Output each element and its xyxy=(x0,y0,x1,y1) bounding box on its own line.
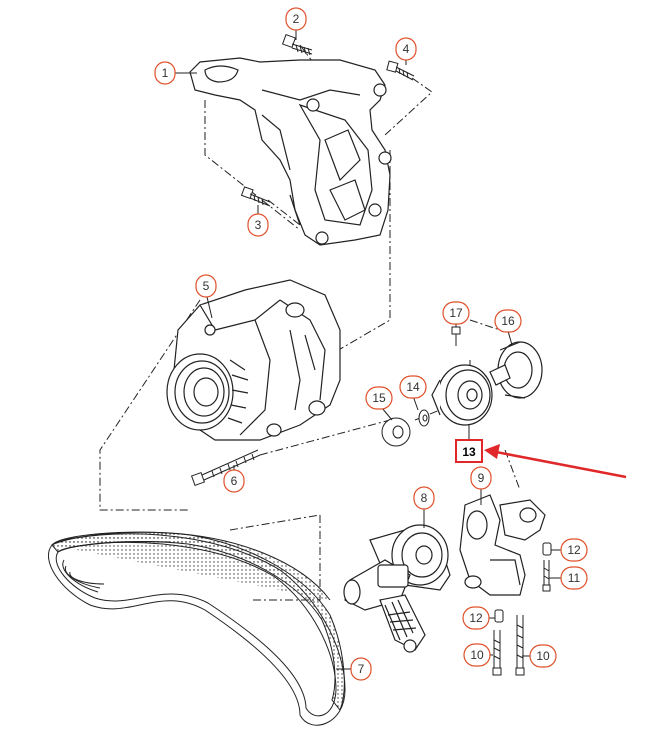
bolt-part-11 xyxy=(542,560,551,592)
alternator-part xyxy=(166,279,341,441)
tensioner-bracket-part xyxy=(459,494,546,596)
svg-text:6: 6 xyxy=(231,474,238,488)
callout-4: 4 xyxy=(395,37,417,61)
bracket-part xyxy=(189,57,392,246)
callout-15: 15 xyxy=(365,386,393,410)
svg-text:1: 1 xyxy=(162,66,169,80)
callout-6: 6 xyxy=(223,469,245,493)
highlight-callout-13: 13 xyxy=(455,439,483,463)
callout-10-left: 10 xyxy=(463,643,491,667)
callout-14: 14 xyxy=(399,375,427,399)
bolt-part-4 xyxy=(386,60,415,81)
callout-17: 17 xyxy=(442,301,470,325)
cover-part-16 xyxy=(489,341,543,399)
belt-part xyxy=(47,531,346,726)
callout-2: 2 xyxy=(285,7,307,31)
svg-text:8: 8 xyxy=(421,491,428,505)
callout-10-right: 10 xyxy=(529,644,557,668)
svg-text:10: 10 xyxy=(536,649,550,663)
svg-text:14: 14 xyxy=(406,380,420,394)
bolt-part-10 xyxy=(492,615,525,676)
bolt-part-6 xyxy=(190,449,261,487)
svg-text:12: 12 xyxy=(469,611,483,625)
svg-text:17: 17 xyxy=(449,306,463,320)
svg-text:4: 4 xyxy=(403,42,410,56)
callout-5: 5 xyxy=(195,274,217,298)
bolt-part-3 xyxy=(240,186,271,207)
svg-text:12: 12 xyxy=(567,543,581,557)
svg-text:16: 16 xyxy=(501,314,515,328)
callout-16: 16 xyxy=(494,309,522,333)
sleeve-part-12 xyxy=(494,542,552,623)
svg-text:10: 10 xyxy=(470,648,484,662)
svg-text:3: 3 xyxy=(255,218,262,232)
svg-text:9: 9 xyxy=(478,471,485,485)
callout-8: 8 xyxy=(413,486,435,510)
tensioner-part xyxy=(343,524,451,653)
callout-9: 9 xyxy=(470,466,492,490)
bolt-part-2 xyxy=(281,33,313,56)
callout-11: 11 xyxy=(560,566,588,590)
svg-text:13: 13 xyxy=(462,445,476,459)
callout-12-right: 12 xyxy=(560,538,588,562)
callout-group: 1 2 3 4 5 6 7 8 9 10 10 11 12 12 14 15 1… xyxy=(154,7,588,681)
callout-7: 7 xyxy=(350,657,372,681)
callout-3: 3 xyxy=(247,213,269,237)
svg-text:5: 5 xyxy=(203,279,210,293)
svg-text:2: 2 xyxy=(293,12,300,26)
svg-text:11: 11 xyxy=(568,571,581,585)
pointer-arrow xyxy=(484,444,627,479)
screw-part-17 xyxy=(451,326,461,346)
washer-part-14 xyxy=(418,409,430,427)
callout-1: 1 xyxy=(154,61,176,85)
svg-text:15: 15 xyxy=(372,391,386,405)
callout-12-left: 12 xyxy=(462,606,490,630)
idler-pulley-part xyxy=(431,364,493,426)
svg-text:7: 7 xyxy=(358,662,365,676)
washer-part-15 xyxy=(381,417,411,447)
belt-dotted-band xyxy=(51,531,345,711)
